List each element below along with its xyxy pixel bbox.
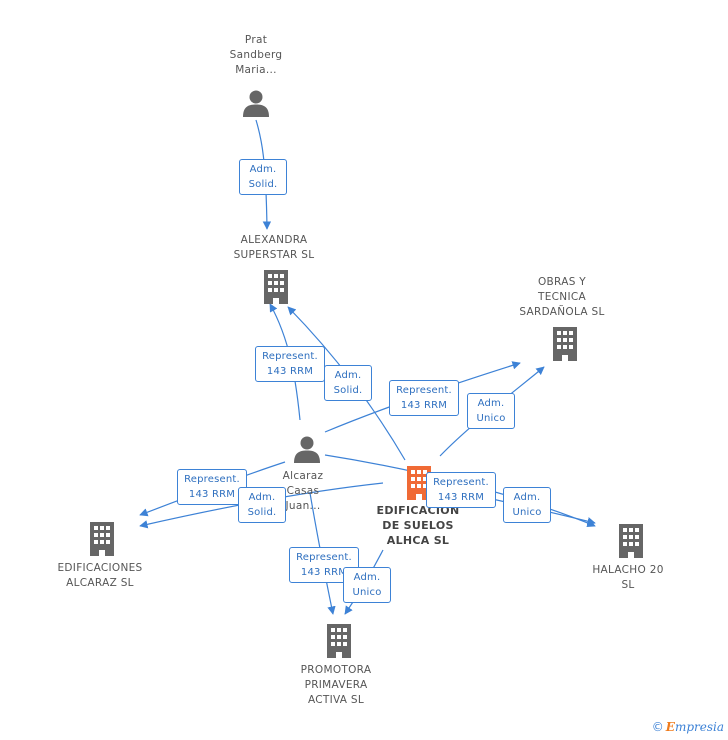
node-halacho-building-icon[interactable] [619, 524, 643, 558]
node-alcaraz-person-icon[interactable] [294, 436, 320, 464]
edge-prat-alexandra [255, 119, 272, 230]
node-label-prat[interactable]: Prat Sandberg Maria... [229, 34, 283, 76]
relation-label: Adm. Solid. [324, 365, 372, 401]
node-obras-building-icon[interactable] [553, 327, 577, 361]
node-label-halacho[interactable]: HALACHO 20 SL [592, 564, 664, 591]
relation-label: Adm. Unico [467, 393, 515, 429]
node-label-edificaciones[interactable]: EDIFICACIONES ALCARAZ SL [57, 562, 143, 589]
node-promotora-building-icon[interactable] [327, 624, 351, 658]
relation-label: Adm. Unico [503, 487, 551, 523]
node-label-edificacion[interactable]: EDIFICACION DE SUELOS ALHCA SL [376, 504, 460, 547]
node-alexandra-building-icon[interactable] [264, 270, 288, 304]
node-label-alexandra[interactable]: ALEXANDRA SUPERSTAR SL [233, 234, 315, 261]
relation-label: Adm. Solid. [238, 487, 286, 523]
brand-initial: E [665, 720, 675, 734]
node-edificaciones-building-icon[interactable] [90, 522, 114, 556]
relation-label: Represent. 143 RRM [177, 469, 247, 505]
relation-label: Represent. 143 RRM [389, 380, 459, 416]
node-prat-person-icon[interactable] [243, 90, 269, 118]
relation-label: Adm. Unico [343, 567, 391, 603]
relation-label: Adm. Solid. [239, 159, 287, 195]
node-label-alcaraz[interactable]: Alcaraz Casas Juan... [282, 470, 324, 512]
brand-name: mpresia [674, 720, 724, 734]
empresia-logo: ©Empresia [652, 720, 724, 734]
relation-label: Represent. 143 RRM [255, 346, 325, 382]
node-label-obras[interactable]: OBRAS Y TECNICA SARDAÑOLA SL [519, 276, 605, 318]
copyright-symbol: © [651, 720, 664, 734]
relation-label: Represent. 143 RRM [426, 472, 496, 508]
node-label-promotora[interactable]: PROMOTORA PRIMAVERA ACTIVA SL [300, 664, 372, 706]
